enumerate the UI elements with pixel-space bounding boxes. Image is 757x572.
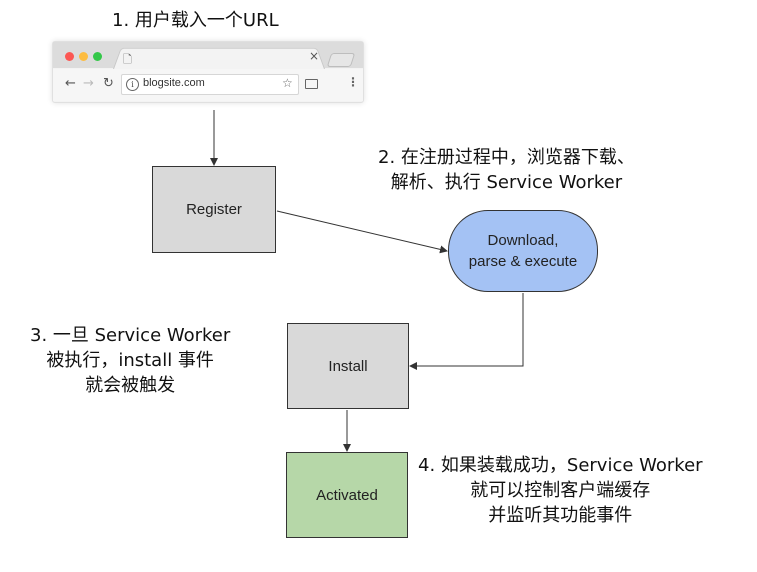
step4-caption-line3: 并监听其功能事件 (488, 505, 633, 526)
download-parse-execute-node: Download, parse & execute (448, 210, 598, 292)
install-label: Install (328, 357, 368, 375)
activated-node: Activated (286, 452, 408, 538)
menu-icon[interactable]: ⋮ (347, 75, 359, 89)
close-window-button[interactable] (65, 52, 74, 61)
address-bar[interactable]: i blogsite.com ☆ (121, 74, 299, 95)
step1-caption: 1. 用户载入一个URL (112, 10, 279, 31)
download-label-line2: parse & execute (468, 253, 578, 270)
reload-icon[interactable]: ↻ (103, 76, 114, 91)
register-node: Register (152, 166, 276, 253)
forward-arrow-icon[interactable]: → (83, 76, 94, 91)
step4-caption: 4. 如果装载成功，Service Worker 就可以控制客户端缓存 并监听其… (418, 453, 703, 528)
step2-caption-line1: 2. 在注册过程中，浏览器下载、 (378, 147, 635, 168)
info-icon[interactable]: i (126, 78, 139, 91)
arrow-download-to-install (409, 293, 524, 370)
browser-toolbar: ← → ↻ i blogsite.com ☆ ⋮ (53, 69, 363, 101)
step3-caption: 3. 一旦 Service Worker 被执行，install 事件 就会被触… (30, 323, 230, 398)
arrow-register-to-download (276, 210, 448, 254)
step3-caption-line1: 3. 一旦 Service Worker (30, 325, 231, 346)
page-icon: 🗋 (123, 53, 132, 66)
step3-caption-line3: 就会被触发 (85, 375, 176, 396)
browser-window: 🗋 × ← → ↻ i blogsite.com ☆ ⋮ (52, 41, 364, 103)
tab-strip: 🗋 × (53, 42, 363, 69)
maximize-window-button[interactable] (93, 52, 102, 61)
url-text: blogsite.com (143, 77, 205, 89)
register-label: Register (186, 201, 242, 218)
cast-icon[interactable] (305, 79, 318, 89)
activated-label: Activated (316, 486, 378, 504)
step2-caption: 2. 在注册过程中，浏览器下载、 解析、执行 Service Worker (378, 145, 635, 195)
step2-caption-line2: 解析、执行 Service Worker (390, 172, 623, 193)
minimize-window-button[interactable] (79, 52, 88, 61)
download-label-line1: Download, (487, 232, 559, 249)
back-arrow-icon[interactable]: ← (65, 76, 76, 91)
step4-caption-line1: 4. 如果装载成功，Service Worker (418, 455, 703, 476)
step4-caption-line2: 就可以控制客户端缓存 (470, 480, 651, 501)
star-icon[interactable]: ☆ (282, 76, 293, 90)
tab-close-icon[interactable]: × (309, 49, 320, 63)
step3-caption-line2: 被执行，install 事件 (46, 350, 214, 371)
install-node: Install (287, 323, 409, 409)
